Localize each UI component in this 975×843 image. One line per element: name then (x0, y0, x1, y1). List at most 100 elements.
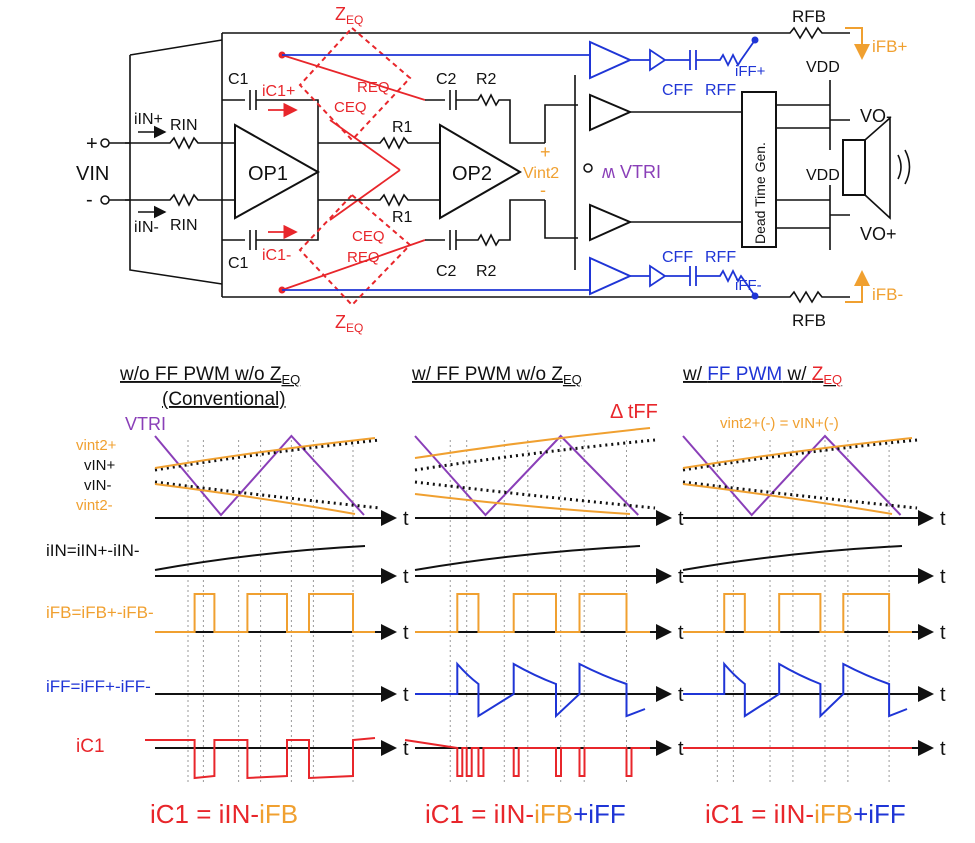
delta-tff-label: Δ tFF (610, 401, 658, 423)
iff-minus-label: iFF- (735, 277, 762, 294)
op1-label: OP1 (248, 163, 288, 185)
time-axis-label: t (403, 684, 409, 706)
ic1-waveform (404, 739, 650, 777)
ic1-waveform (145, 737, 376, 780)
c1-top-label: C1 (228, 71, 249, 88)
iin-row-label: iIN=iIN+-iIN- (46, 541, 140, 560)
equations: iC1 = iIN-iFB iC1 = iIN-iFB+iFF iC1 = iI… (150, 799, 906, 829)
vin-label: VIN (76, 163, 109, 185)
rfb-top-label: RFB (792, 7, 826, 26)
cff-bottom-label: CFF (662, 249, 693, 266)
iin-minus-label: iIN- (134, 219, 159, 236)
ifb-plus-label: iFB+ (872, 37, 908, 56)
vdd-bottom-label: VDD (806, 167, 840, 184)
ic1-row-label: iC1 (76, 736, 105, 757)
r1-bottom-label: R1 (392, 209, 413, 226)
ifb-minus-label: iFB- (872, 285, 903, 304)
vtri-wave-label: VTRI (125, 414, 166, 434)
time-axis-label: t (678, 622, 684, 644)
col3-title: w/ FF PWM w/ ZEQ (682, 364, 842, 387)
dead-time-label: Dead Time Gen. (752, 142, 768, 244)
ifb-row-label: iFB=iFB+-iFB- (46, 603, 154, 622)
speaker-icon (842, 139, 866, 196)
rff-bottom-label: RFF (705, 249, 736, 266)
vtri-circuit-label: ʍ VTRI (602, 162, 661, 182)
vtri-waveform (414, 434, 639, 517)
op2-amplifier (439, 123, 522, 220)
iff-waveform (415, 661, 646, 719)
req-top-label: REQ (357, 79, 390, 96)
vin-minus-sign: - (86, 189, 93, 211)
vin-plus-waveform (682, 438, 918, 472)
col2-title: w/ FF PWM w/o ZEQ (411, 364, 582, 387)
dead-time-generator (741, 91, 777, 248)
ifb-waveform (155, 593, 375, 633)
col3-note-label: vint2+(-) = vIN+(-) (720, 415, 839, 432)
iff-row-label: iFF=iFF+-iFF- (46, 677, 151, 696)
op1-amplifier (234, 123, 321, 220)
rin-bottom-label: RIN (170, 217, 198, 234)
ic1-minus-label: iC1- (262, 247, 291, 264)
iin-waveform (414, 545, 641, 571)
vin-minus-waveform (414, 480, 656, 510)
vint2-minus-waveform (414, 493, 631, 515)
vint2-minus-waveform (154, 483, 356, 515)
vtri-waveform (682, 434, 902, 517)
time-axis-label: t (403, 738, 409, 760)
vint2-plus-sign: + (540, 142, 551, 162)
ic1-plus-label: iC1+ (262, 83, 295, 100)
time-axis-label: t (678, 684, 684, 706)
vin-plus-waveform (154, 438, 381, 472)
vtri-waveform (154, 434, 365, 517)
zeq-bottom-label: ZEQ (335, 312, 363, 335)
vint2-plus-wave-label: vint2+ (76, 437, 117, 454)
col1-equation: iC1 = iIN-iFB (150, 799, 298, 829)
op2-label: OP2 (452, 163, 492, 185)
req-bottom-label: REQ (347, 249, 380, 266)
col3-equation: iC1 = iIN-iFB+iFF (705, 799, 906, 829)
time-axis-label: t (403, 622, 409, 644)
vint2-plus-waveform (154, 437, 376, 469)
ifb-waveform (415, 593, 650, 633)
ifb-waveform (683, 593, 912, 633)
time-axis-label: t (940, 684, 946, 706)
cff-top-label: CFF (662, 82, 693, 99)
iin-waveform (154, 545, 366, 571)
time-axis-label: t (940, 738, 946, 760)
time-axis-label: t (403, 566, 409, 588)
vint2-minus-sign: - (540, 180, 546, 200)
vin-minus-wave-label: vIN- (84, 477, 112, 494)
time-axis-label: t (940, 622, 946, 644)
vint2-plus-waveform (682, 437, 913, 469)
c2-bottom-label: C2 (436, 263, 457, 280)
vint2-minus-wave-label: vint2- (76, 497, 113, 514)
iin-waveform (682, 545, 903, 571)
col1-subtitle: (Conventional) (162, 389, 286, 410)
vint2-label: Vint2 (523, 165, 559, 182)
iff-plus-label: iFF+ (735, 63, 766, 80)
zeq-top-label: ZEQ (335, 4, 363, 27)
r2-top-label: R2 (476, 71, 497, 88)
circuit-schematic: RFB RFB iFB+ iFB- + - VIN iIN+ iIN- RIN … (76, 4, 911, 335)
ceq-bottom-label: CEQ (352, 228, 385, 245)
iin-plus-label: iIN+ (134, 111, 163, 128)
vdd-top-label: VDD (806, 59, 840, 76)
r2-bottom-label: R2 (476, 263, 497, 280)
iff-waveform (683, 661, 908, 719)
vin-plus-wave-label: vIN+ (84, 457, 116, 474)
vin-minus-waveform (682, 480, 918, 510)
time-axis-label: t (403, 508, 409, 530)
rff-top-label: RFF (705, 82, 736, 99)
ceq-top-label: CEQ (334, 99, 367, 116)
vo-plus-label: VO+ (860, 224, 897, 244)
c1-bottom-label: C1 (228, 255, 249, 272)
rin-top-label: RIN (170, 117, 198, 134)
time-axis-label: t (678, 566, 684, 588)
vint2-minus-waveform (682, 483, 893, 515)
time-axis-label: t (678, 508, 684, 530)
time-axis-label: t (940, 566, 946, 588)
vo-minus-label: VO- (860, 106, 892, 126)
r1-top-label: R1 (392, 119, 413, 136)
